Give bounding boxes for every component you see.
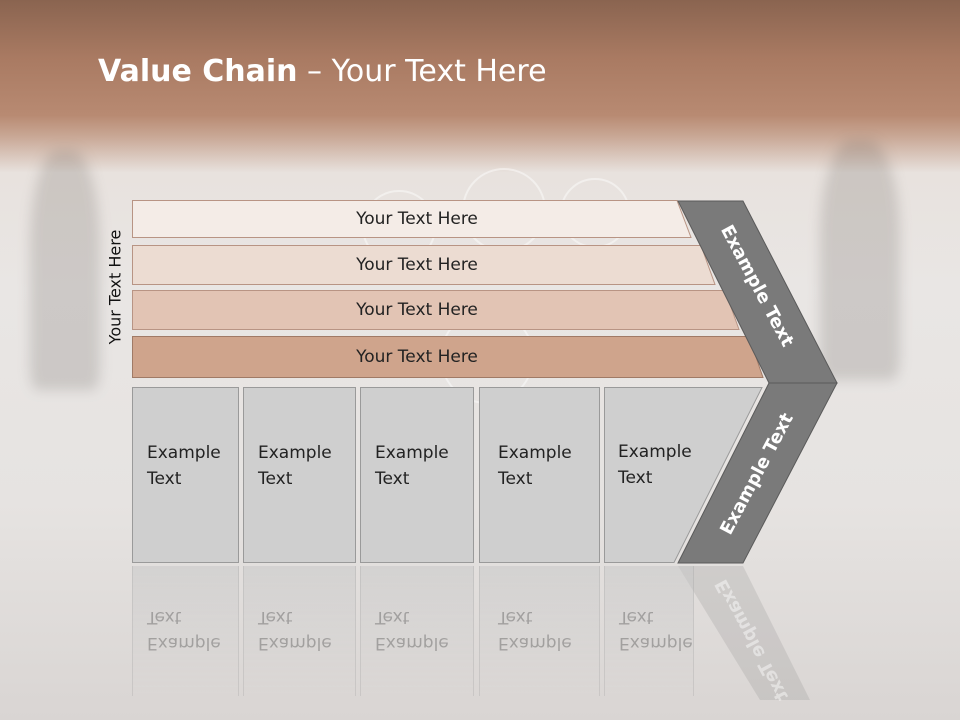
band-label: Your Text Here bbox=[356, 255, 478, 275]
band-label: Your Text Here bbox=[356, 300, 478, 320]
box-label-line2: Text bbox=[147, 469, 182, 489]
reflection-label: Example Text bbox=[619, 604, 693, 656]
reflection-line2: Text bbox=[147, 607, 182, 627]
primary-activity-box bbox=[604, 387, 763, 563]
box-reflection: Example Text bbox=[479, 566, 600, 696]
reflection-line2: Text bbox=[498, 607, 533, 627]
box-reflection: Example Text bbox=[604, 566, 694, 696]
reflection-line1: Example bbox=[498, 633, 572, 653]
band-shape bbox=[132, 245, 716, 285]
band-shape bbox=[132, 336, 764, 378]
box-label-line1: Example bbox=[258, 443, 332, 463]
band-shape bbox=[132, 290, 740, 330]
reflection-label: Example Text bbox=[147, 604, 221, 656]
box-label-line2: Text bbox=[375, 469, 410, 489]
reflection-line2: Text bbox=[619, 607, 654, 627]
reflection-label: Example Text bbox=[375, 604, 449, 656]
reflection-label: Example Text bbox=[498, 604, 572, 656]
background-person-silhouette bbox=[820, 140, 900, 380]
background-person-silhouette bbox=[30, 150, 100, 390]
box-reflection: Example Text bbox=[243, 566, 356, 696]
box-shape bbox=[604, 387, 763, 563]
box-label-line1: Example bbox=[498, 443, 572, 463]
box-label-line1: Example bbox=[375, 443, 449, 463]
chevron-lower bbox=[677, 382, 838, 564]
support-activity-band: Your Text Here bbox=[132, 245, 716, 285]
box-label-line1: Example bbox=[147, 443, 221, 463]
band-shape bbox=[132, 200, 692, 238]
support-activity-band: Your Text Here bbox=[132, 200, 692, 238]
reflection-label: Example Text bbox=[258, 604, 332, 656]
box-label-line2: Text bbox=[498, 469, 533, 489]
band-label: Your Text Here bbox=[356, 347, 478, 367]
reflection-line1: Example bbox=[619, 633, 693, 653]
support-activity-band: Your Text Here bbox=[132, 290, 740, 330]
reflection-line2: Text bbox=[258, 607, 293, 627]
reflection-line2: Text bbox=[375, 607, 410, 627]
chevron-reflection bbox=[678, 566, 810, 700]
title-bold: Value Chain bbox=[98, 54, 298, 89]
box-reflection: Example Text bbox=[132, 566, 239, 696]
slide-title: Value Chain – Your Text Here bbox=[98, 54, 547, 89]
reflection-line1: Example bbox=[375, 633, 449, 653]
box-reflection: Example Text bbox=[360, 566, 474, 696]
box-label-line2: Text bbox=[618, 468, 653, 488]
reflection-line1: Example bbox=[258, 633, 332, 653]
support-activity-band: Your Text Here bbox=[132, 336, 764, 378]
box-label-line2: Text bbox=[258, 469, 293, 489]
reflection-line1: Example bbox=[147, 633, 221, 653]
band-label: Your Text Here bbox=[356, 209, 478, 229]
title-rest: – Your Text Here bbox=[297, 54, 547, 89]
box-label-line1: Example bbox=[618, 442, 692, 462]
